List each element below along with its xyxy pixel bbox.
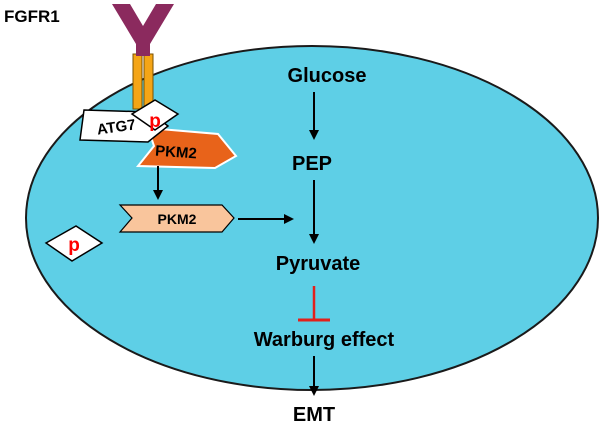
diamond-tag-icon (44, 225, 104, 262)
fgfr1-label: FGFR1 (4, 7, 60, 26)
warburg-label: Warburg effect (254, 329, 395, 351)
pep-label: PEP (292, 153, 332, 175)
pkm2-inactive-label: PKM2 (158, 211, 197, 227)
free-phospho-tag: p (44, 225, 104, 262)
emt-label: EMT (293, 404, 335, 426)
pkm2-active-label: PKM2 (155, 143, 198, 163)
pkm2-active-shape (135, 126, 238, 170)
glucose-label: Glucose (288, 65, 367, 87)
atg7-pkm2-complex: PKM2 ATG7 p (79, 99, 238, 170)
inhibition-symbol (298, 286, 330, 322)
phospho-free-label: p (68, 235, 80, 256)
phospho-bound-label: p (149, 111, 161, 132)
diamond-tag-icon (130, 99, 180, 131)
atg7-label: ATG7 (96, 116, 137, 138)
y-shaped-receptor-icon (112, 4, 174, 56)
receptor-stem-left (132, 53, 143, 110)
receptor-stem-right (143, 53, 154, 110)
pkm2-inactive: PKM2 (118, 204, 235, 233)
pkm2-inactive-shape (118, 204, 235, 233)
pyruvate-label: Pyruvate (276, 253, 361, 275)
